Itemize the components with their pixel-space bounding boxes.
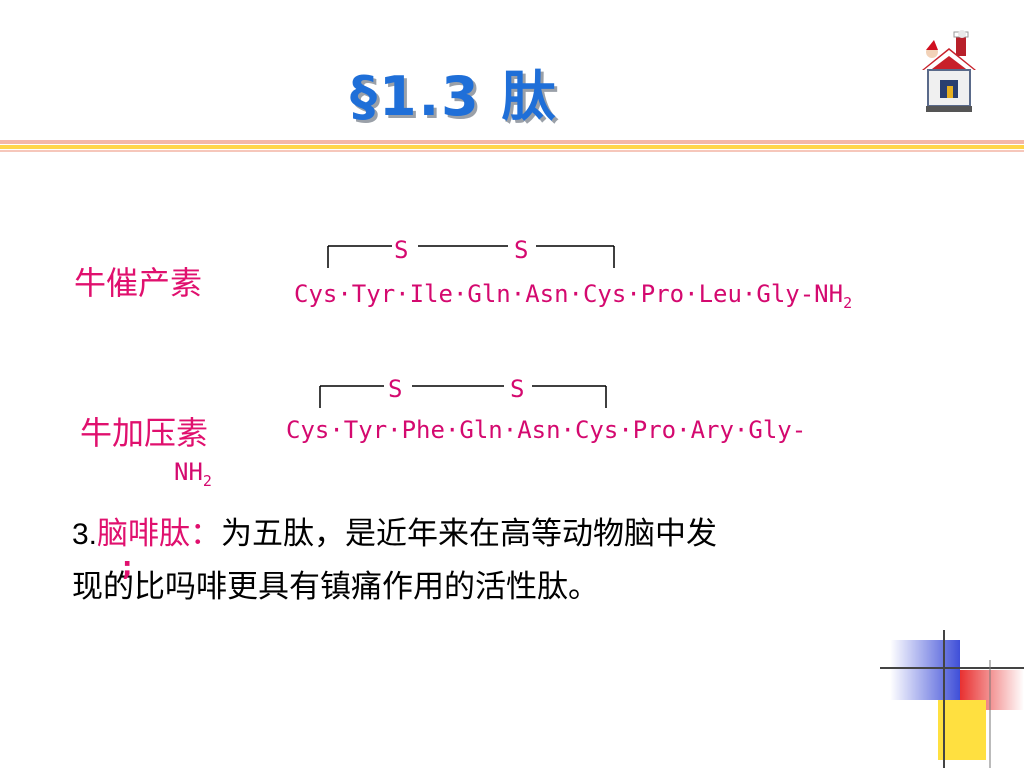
header-band-bottom (0, 150, 1024, 152)
peptide-name-vasopressin: 牛加压素 (80, 414, 209, 452)
sulfur-label: S (514, 236, 529, 264)
peptide-sequence-tail: NH2 (174, 458, 212, 490)
corner-decoration-icon (880, 630, 1024, 768)
slide-title: §1.3 肽 (350, 65, 558, 128)
stray-semicolon: ; (122, 552, 133, 582)
highlighted-term: 脑啡肽： (97, 516, 222, 552)
header-band-top (0, 140, 1024, 144)
disulfide-bridge-oxytocin (327, 245, 615, 268)
paragraph-line-1: 为五肽，是近年来在高等动物脑中发 (221, 516, 718, 552)
sulfur-label: S (394, 236, 409, 264)
home-icon[interactable] (918, 30, 980, 114)
enkephalin-paragraph: 3.脑啡肽：为五肽，是近年来在高等动物脑中发 现的比吗啡更具有镇痛作用的活性肽。 (72, 508, 942, 613)
subscript: 2 (843, 293, 853, 312)
sequence-tail-text: NH (174, 458, 203, 486)
sulfur-label: S (388, 375, 403, 403)
peptide-sequence-vasopressin: Cys·Tyr·Phe·Gln·Asn·Cys·Pro·Ary·Gly- (286, 416, 807, 444)
disulfide-bridge-vasopressin (319, 385, 607, 408)
subscript: 2 (202, 471, 212, 490)
paragraph-line-2: 现的比吗啡更具有镇痛作用的活性肽。 (72, 569, 599, 605)
item-number: 3. (72, 518, 98, 551)
header-band-middle (0, 145, 1024, 149)
peptide-sequence-oxytocin: Cys·Tyr·Ile·Gln·Asn·Cys·Pro·Leu·Gly-NH2 (294, 280, 852, 312)
sulfur-label: S (510, 375, 525, 403)
peptide-name-oxytocin: 牛催产素 (74, 264, 203, 302)
sequence-text: Cys·Tyr·Ile·Gln·Asn·Cys·Pro·Leu·Gly-NH (294, 280, 844, 308)
